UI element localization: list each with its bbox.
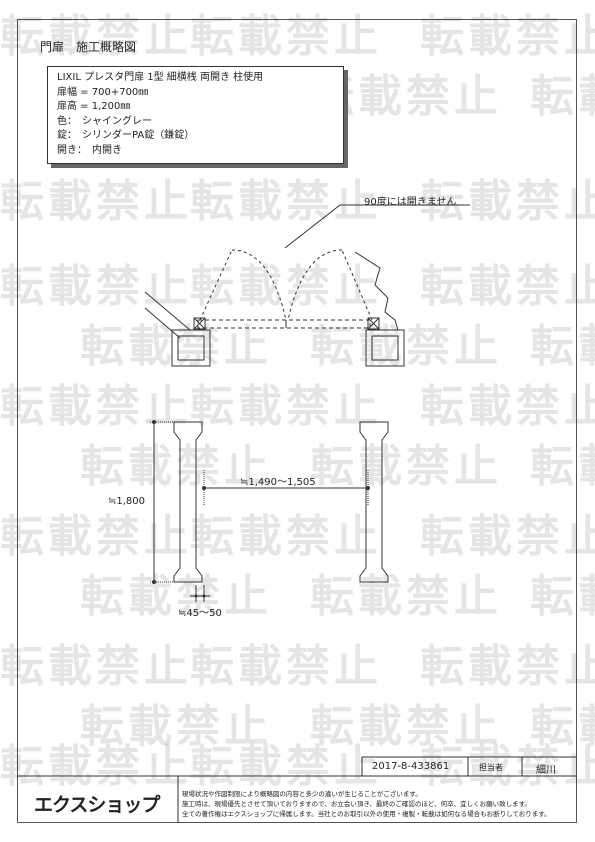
left-swing-arc [199,249,233,321]
watermark-text: 転載禁止 [0,381,192,432]
watermark-text: 転載禁止 [420,511,595,562]
watermark-text: 転載禁止 [530,701,595,752]
watermark-text: 転載禁止 [190,741,382,792]
watermark-text: 転載禁止 [0,641,192,692]
watermark-text: 転載禁止 [0,261,192,312]
watermark-text: 転載禁止 [530,571,595,622]
exshop-logo: エクスショップ [34,794,160,816]
left-hinge [193,317,206,330]
watermark-text: 転載禁止 [80,701,272,752]
right-post-elevation [359,421,389,583]
watermark-text: 転載禁止 [80,441,272,492]
watermark-text: 転載禁止 [0,511,192,562]
watermark-text: 転載禁止 [420,261,595,312]
watermark-text: 転載禁止 [530,441,595,492]
drawing-frame [17,19,577,823]
disclaimer-line: 現場状況や作図制限により概略図の内容と多少の違いが生じることがございます。 [182,790,422,798]
right-hinge [367,317,380,330]
right-swing-arc [341,249,373,321]
watermark-text: 転載禁止 [0,741,192,792]
disclaimer-line: 全ての著作権はエクスショップに帰属します。当社とのお取引以外の使用・複製・転載は… [182,810,551,818]
watermark-text: 転載禁止 [530,321,595,372]
drawing-number: 2017-8-433861 [372,761,450,772]
watermark-text: 転載禁止 [0,11,192,62]
spec-line-lock: 錠： シリンダーPA錠（鎌錠） [57,130,195,141]
watermark-text: 転載禁止 [420,11,595,62]
left-post-elevation [173,421,203,583]
watermark-text: 転載禁止 [420,176,595,227]
no-90-note: 90度には開きません [364,197,457,208]
watermark-text: 転載禁止 [190,381,382,432]
watermark-text: 転載禁止 [530,71,595,122]
spec-line-opening: 開き： 内開き [57,144,122,156]
spec-line-width: 扉幅 = 700+700㎜ [57,86,149,98]
watermark-text: 転載禁止 [420,641,595,692]
watermark-text: 転載禁止 [0,176,192,227]
watermark-text: 転載禁止 [190,11,382,62]
watermark-text: 転載禁止 [310,441,502,492]
spec-line-color: 色： シャイングレー [57,115,152,127]
watermark-text: 転載禁止 [190,176,382,227]
watermark-text: 転載禁止 [190,641,382,692]
watermark-text: 転載禁止 [420,381,595,432]
page-title: 門扉 施工概略図 [40,40,137,54]
width-label: ≒1,490～1,505 [240,477,316,488]
watermark-text: 転載禁止 [310,701,502,752]
watermark-text: 転載禁止 [420,741,595,792]
right-wall [354,251,405,366]
watermark-text: 転載禁止 [310,571,502,622]
spec-line-height: 扉高 = 1,200㎜ [57,101,131,112]
disclaimer-line: 施工時は、現場優先とさせて頂いておりますので、お立会い頂き、最終のご確認のほど、… [182,800,531,808]
person-name: 細川 [536,765,556,776]
spec-line-product: LIXIL プレスタ門扉 1型 細横桟 両開き 柱使用 [57,72,264,83]
watermark-text: 転載禁止 [190,511,382,562]
height-label: ≒1,800 [108,496,146,507]
leader-line [284,204,470,249]
disclaimer: 現場状況や作図制限により概略図の内容と多少の違いが生じることがございます。 施工… [182,789,562,819]
gap-label: ≒45～50 [178,608,222,619]
spec-box: LIXIL プレスタ門扉 1型 細横桟 両開き 柱使用 扉幅 = 700+700… [47,66,344,164]
watermark-text: 転載禁止 [190,261,382,312]
left-post-plan [171,329,211,367]
person-label: 担当者 [479,763,503,772]
